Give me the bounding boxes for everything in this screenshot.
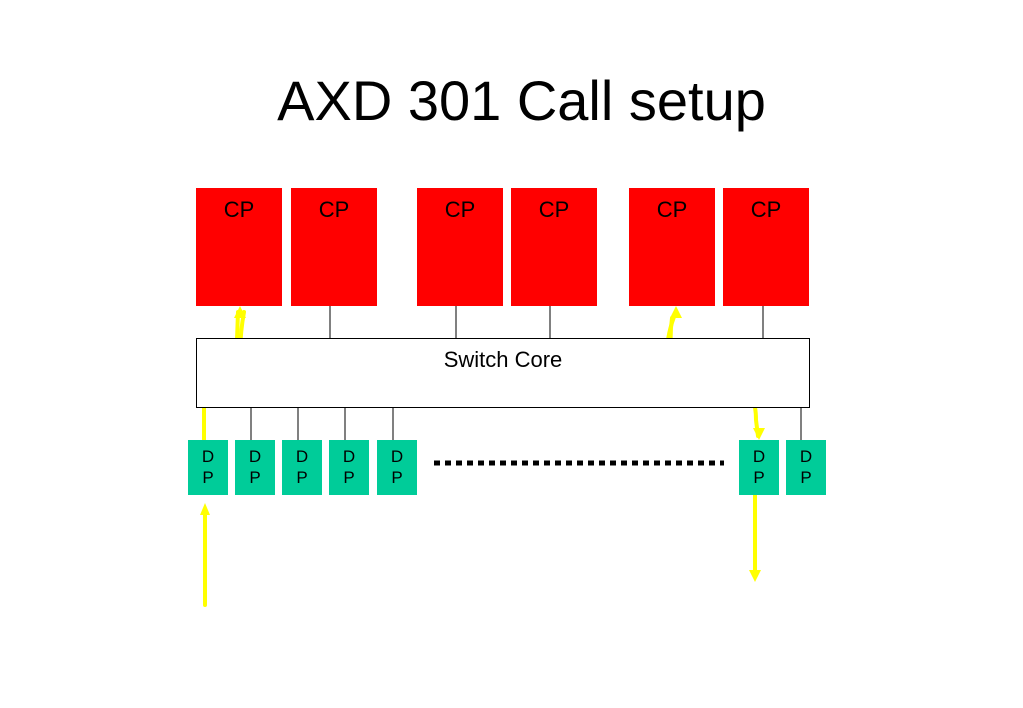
dp-letter: D [248,447,262,466]
arrowheads [200,306,765,582]
dp-letter: P [391,468,403,487]
device-processor: D P [329,440,369,495]
dp-letter: D [201,447,215,466]
device-processor: D P [377,440,417,495]
control-processor: CP [291,188,377,306]
device-processor: D P [282,440,322,495]
device-processor: D P [235,440,275,495]
control-processor: CP [417,188,503,306]
dp-letter: D [342,447,356,466]
control-processor: CP [723,188,809,306]
device-processor: D P [188,440,228,495]
dp-letter: P [202,468,214,487]
device-processor: D P [739,440,779,495]
dp-letter: D [752,447,766,466]
dp-letter: D [295,447,309,466]
control-processor: CP [196,188,282,306]
control-processor: CP [511,188,597,306]
slide-title: AXD 301 Call setup [277,69,766,132]
dp-letter: P [753,468,765,487]
dp-letter: P [800,468,812,487]
control-processor: CP [629,188,715,306]
dp-letter: P [296,468,308,487]
switch-core-label: Switch Core [443,347,563,372]
switch-core: Switch Core [196,338,810,408]
dp-letter: P [249,468,261,487]
dp-letter: D [390,447,404,466]
dp-letter: P [343,468,355,487]
device-processor: D P [786,440,826,495]
dp-letter: D [799,447,813,466]
